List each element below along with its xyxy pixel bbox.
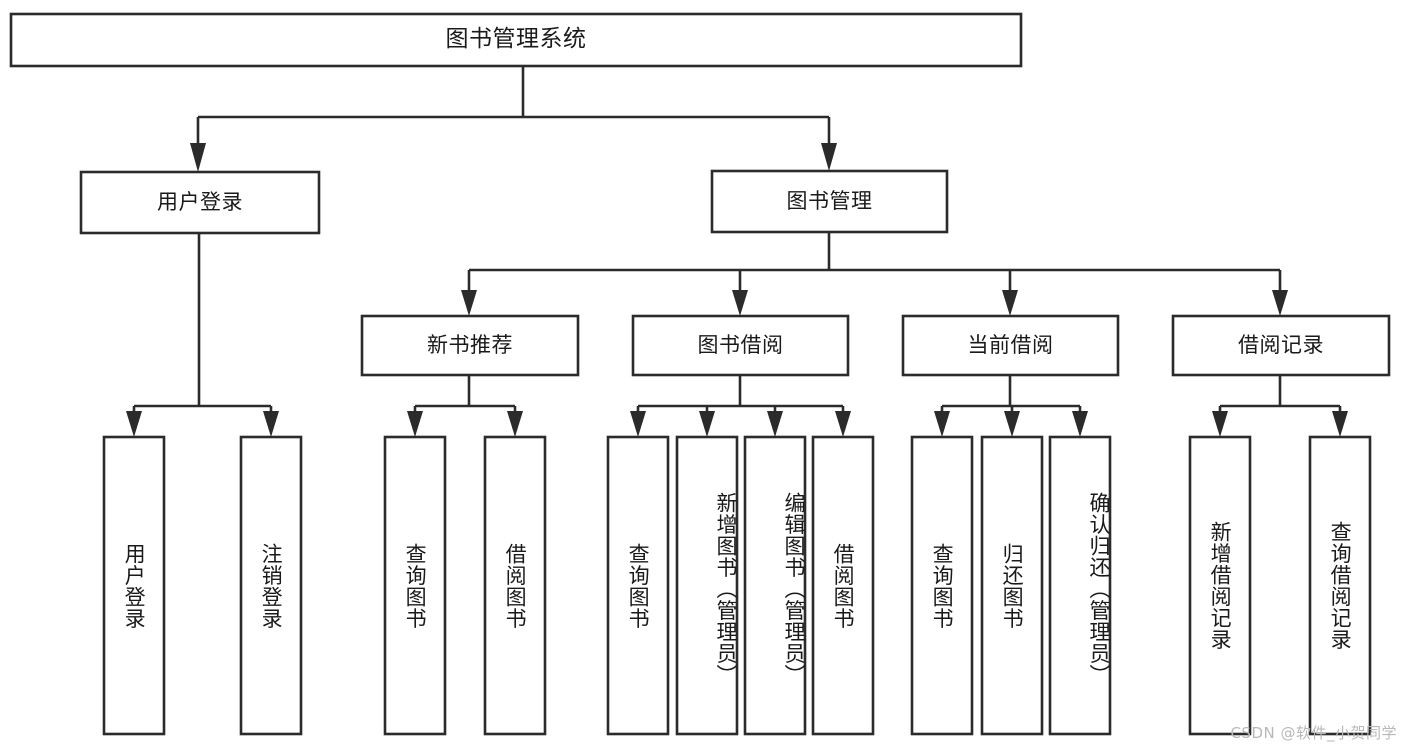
node-box-leaf-user-login[interactable]: [102, 435, 166, 736]
node-box-root[interactable]: [9, 12, 1023, 68]
arrow-head-leaf-query-book-1: [407, 411, 423, 437]
node-box-leaf-return-book[interactable]: [980, 435, 1044, 736]
node-box-leaf-query-book-2[interactable]: [606, 435, 670, 736]
node-box-user-login[interactable]: [79, 170, 321, 235]
node-box-leaf-edit-book[interactable]: [743, 435, 807, 736]
arrow-head-leaf-borrow-book-2: [835, 411, 851, 437]
arrow-head-leaf-add-record: [1212, 411, 1228, 437]
arrow-head-new-book-recommend: [461, 290, 477, 316]
arrow-head-leaf-edit-book: [767, 411, 783, 437]
arrow-head-leaf-query-book-3: [934, 411, 950, 437]
arrow-head-leaf-query-book-2: [630, 411, 646, 437]
arrow-head-borrow-record: [1272, 290, 1288, 316]
arrow-head-leaf-add-book: [699, 411, 715, 437]
node-box-leaf-borrow-book-2[interactable]: [811, 435, 875, 736]
node-box-leaf-borrow-book-1[interactable]: [483, 435, 547, 736]
node-box-leaf-add-book[interactable]: [675, 435, 739, 736]
arrow-head-current-borrow: [1002, 290, 1018, 316]
arrow-head-leaf-confirm-return: [1072, 411, 1088, 437]
arrow-head-user-login: [190, 143, 206, 172]
node-box-leaf-query-book-3[interactable]: [910, 435, 974, 736]
arrow-head-leaf-borrow-book-1: [507, 411, 523, 437]
node-box-leaf-logout[interactable]: [239, 435, 303, 736]
arrow-head-book-management: [821, 143, 837, 171]
arrow-head-leaf-query-record: [1332, 411, 1348, 437]
arrow-head-leaf-logout: [263, 411, 279, 437]
node-box-leaf-confirm-return[interactable]: [1048, 435, 1112, 736]
arrow-head-leaf-return-book: [1004, 411, 1020, 437]
node-box-new-book-recommend[interactable]: [360, 314, 580, 377]
node-box-book-management[interactable]: [710, 169, 949, 234]
node-box-borrow-record[interactable]: [1171, 314, 1391, 377]
arrow-head-leaf-user-login: [126, 411, 142, 437]
node-box-leaf-add-record[interactable]: [1188, 435, 1252, 736]
node-box-leaf-query-record[interactable]: [1308, 435, 1372, 736]
node-box-book-borrow[interactable]: [631, 314, 850, 377]
node-box-current-borrow[interactable]: [901, 314, 1120, 377]
node-box-leaf-query-book-1[interactable]: [383, 435, 447, 736]
arrow-head-book-borrow: [732, 290, 748, 316]
